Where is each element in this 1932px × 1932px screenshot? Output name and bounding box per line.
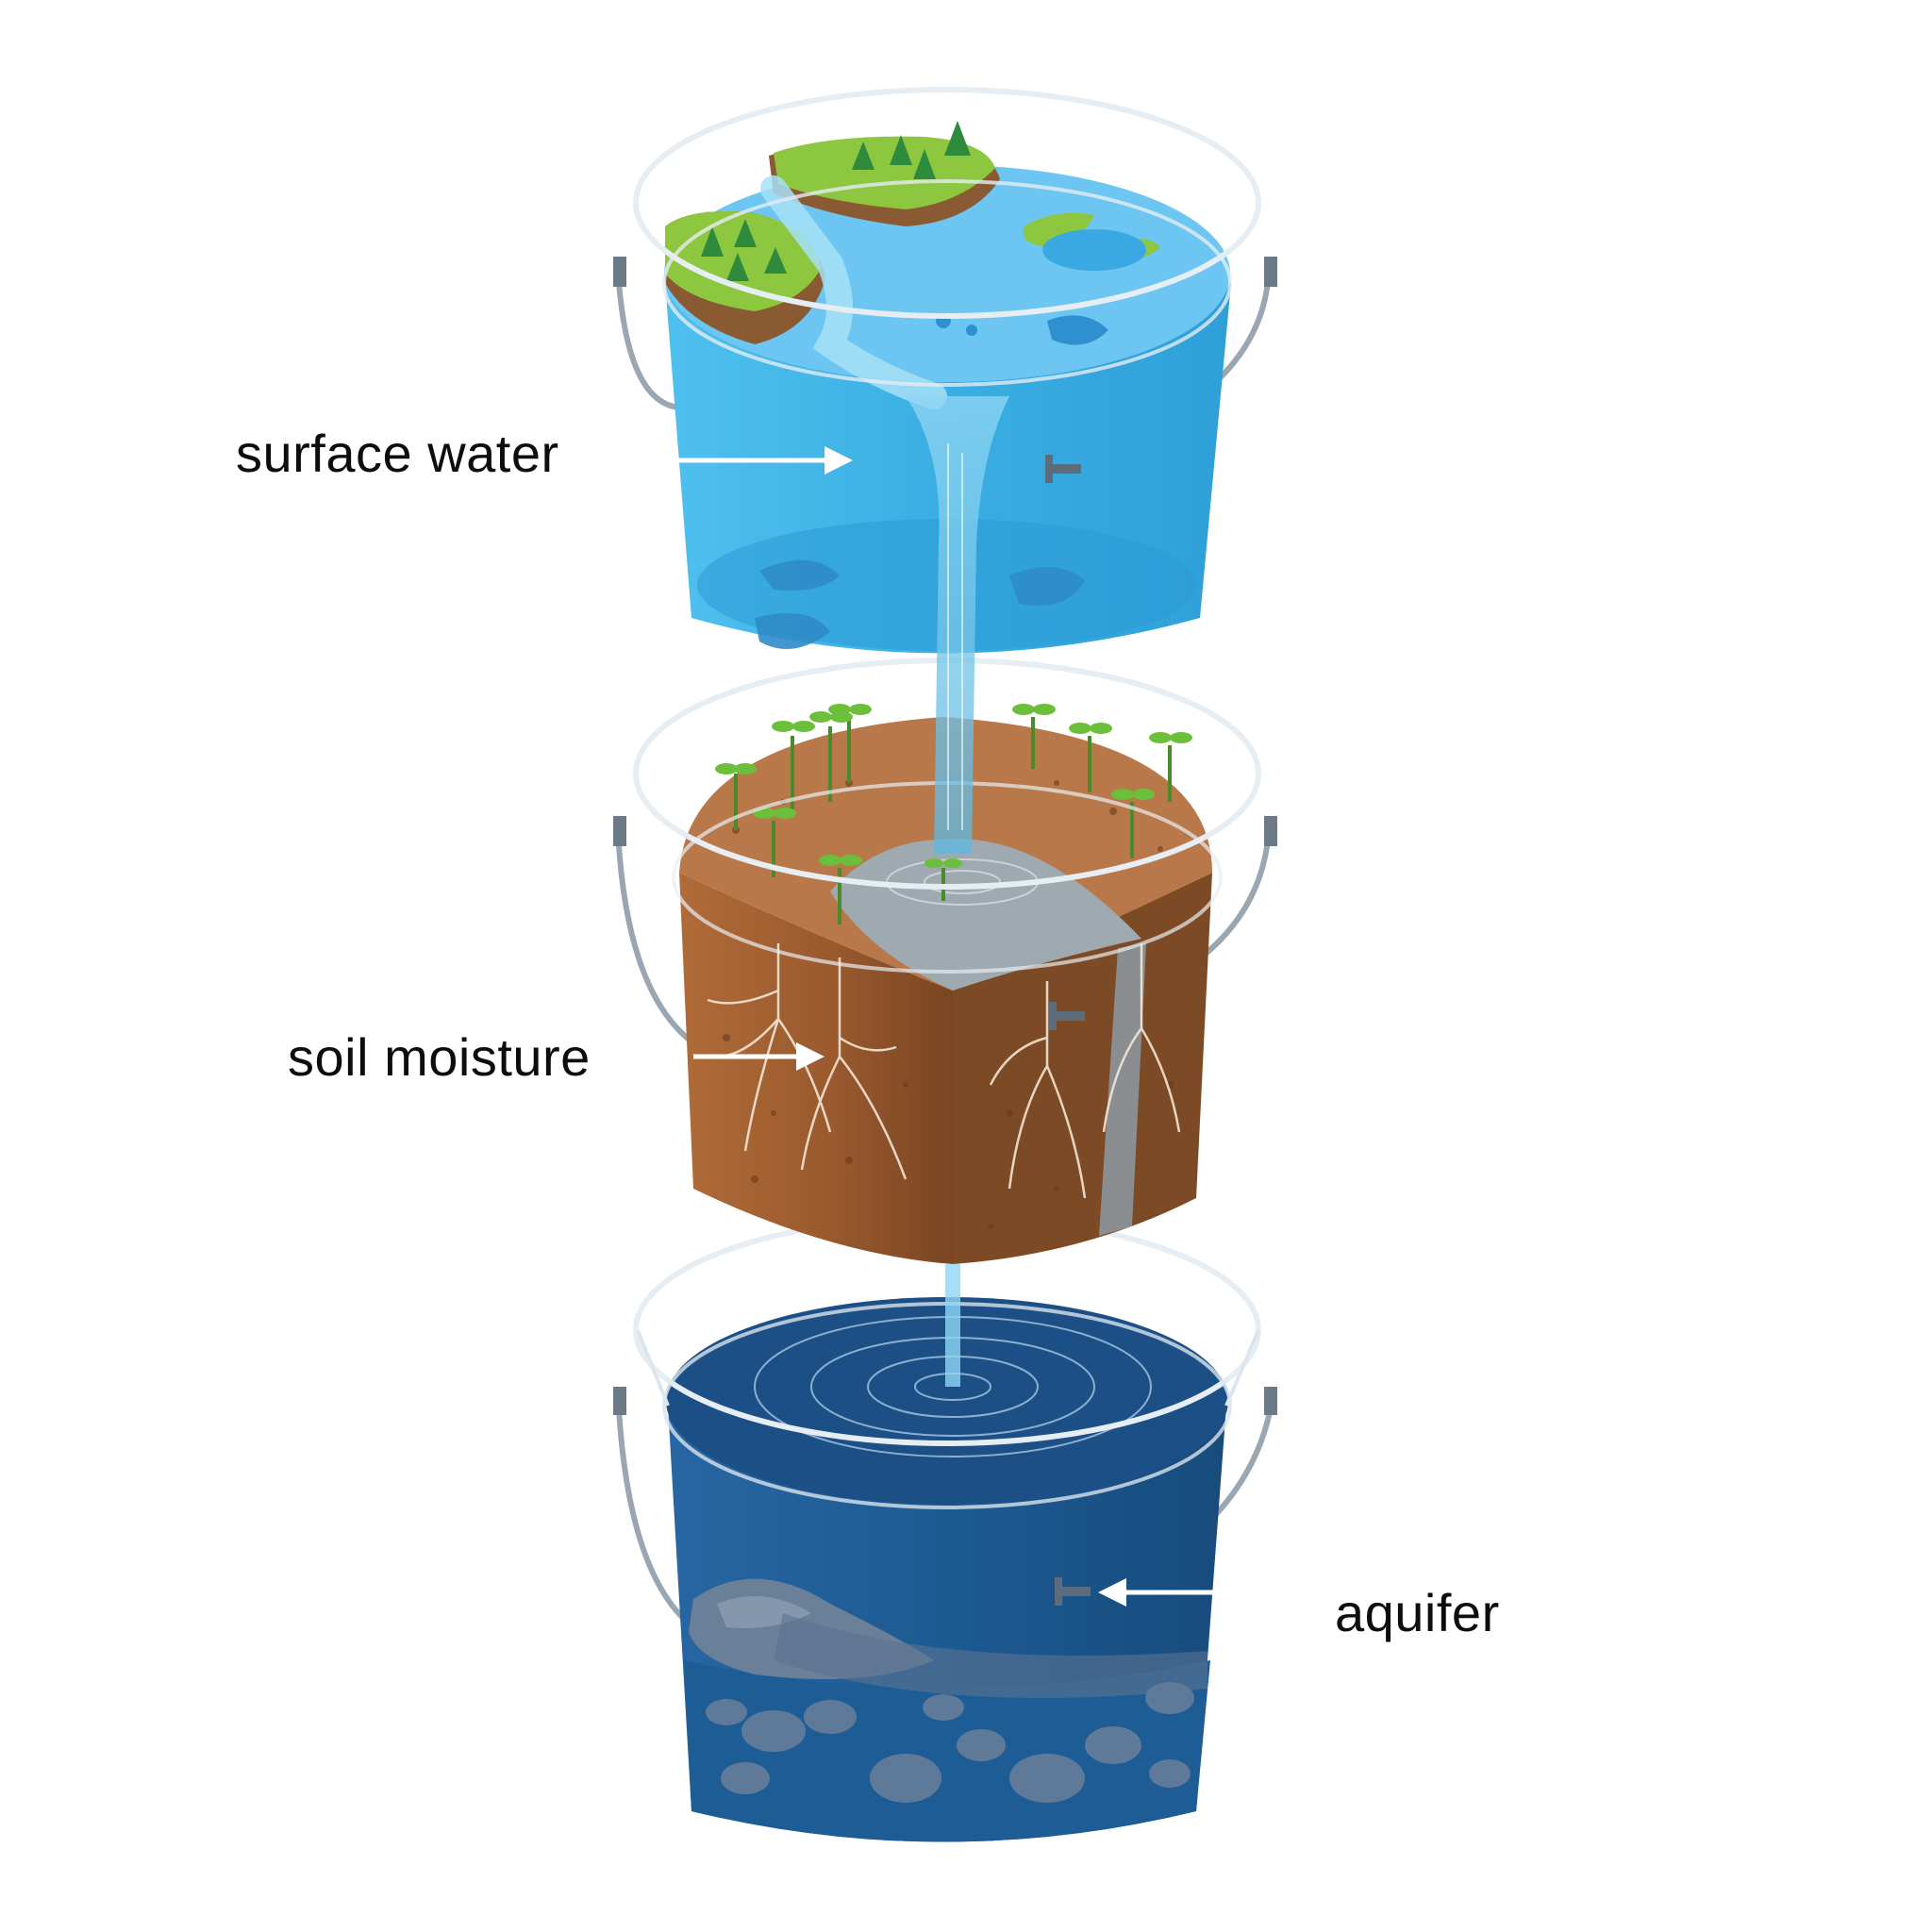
label-surface-water: surface water	[236, 424, 559, 483]
surface-water-bucket	[613, 87, 1277, 1387]
rock-icon	[689, 1578, 1208, 1698]
spigot-icon	[1045, 455, 1081, 483]
label-soil-moisture: soil moisture	[288, 1027, 591, 1087]
label-aquifer: aquifer	[1335, 1583, 1500, 1642]
spigot-icon	[1055, 1577, 1091, 1606]
root-icon	[707, 943, 1181, 1199]
rock-icon	[706, 1682, 1194, 1803]
spigot-icon	[1049, 1002, 1085, 1030]
tree-icon	[701, 121, 971, 281]
